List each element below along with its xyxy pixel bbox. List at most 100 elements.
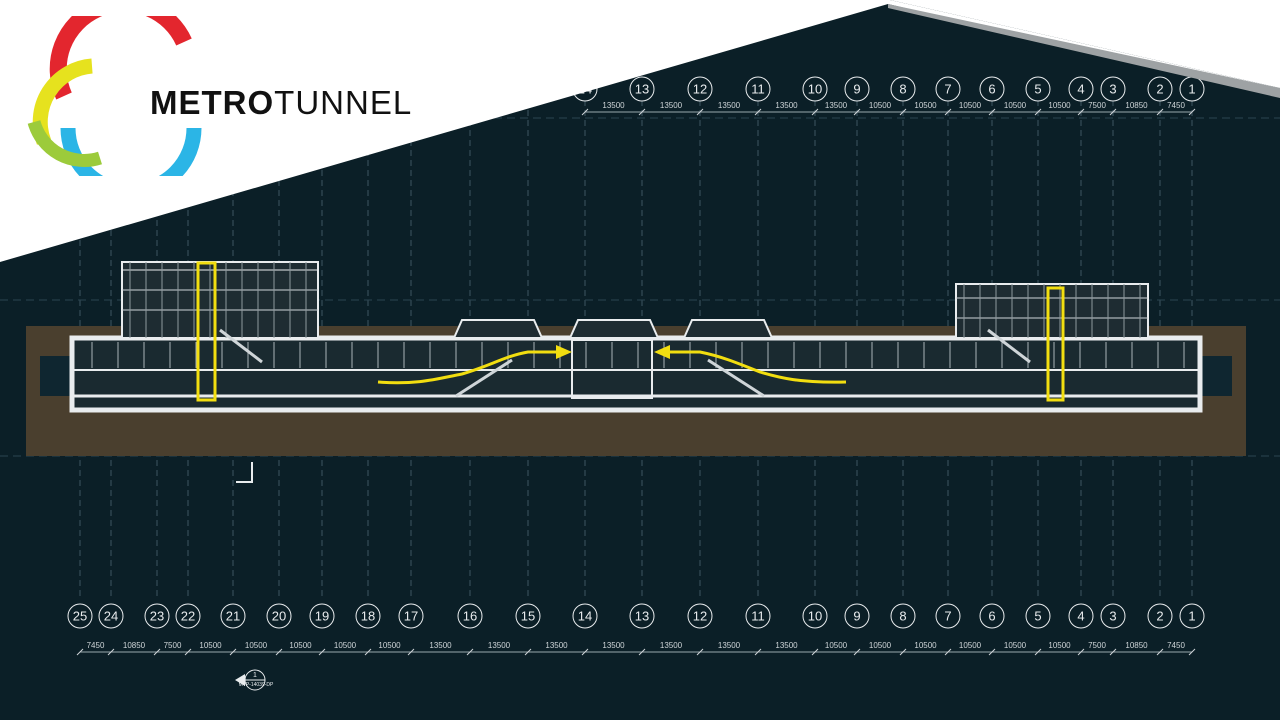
grid-marker-label: 14 [578,609,592,624]
dimension-label: 10850 [1125,101,1148,110]
grid-marker-label: 18 [361,609,375,624]
dimension-tick [988,648,996,656]
grid-marker [1068,76,1094,102]
dimension-tick [1034,648,1042,656]
banner-edge-stripe [888,4,1280,98]
dimension-label: 10500 [1048,641,1071,650]
banner-corner [890,0,1280,88]
grid-marker-label: 5 [1034,609,1041,624]
left-entrance-building [121,261,319,339]
dimension-tick [1077,648,1085,656]
dimension-tick [76,648,84,656]
grid-marker [890,603,916,629]
dimension-label: 7450 [87,641,105,650]
grid-marker [1100,603,1126,629]
grid-marker [979,76,1005,102]
dimension-tick [524,648,532,656]
dimension-tick [899,648,907,656]
flow-path-left [377,350,560,385]
dimension-label: 13500 [602,641,625,650]
grid-marker [355,603,381,629]
dimension-tick [1156,108,1164,116]
grid-marker-label: 22 [181,609,195,624]
grid-marker-label: 2 [1156,82,1163,97]
grid-marker [802,603,828,629]
grid-marker-label: 4 [1077,609,1084,624]
grid-marker-label: 3 [1109,82,1116,97]
dimension-label: 7450 [1167,641,1185,650]
dimension-label: 10500 [959,641,982,650]
grid-marker-label: 13 [635,82,649,97]
dimension-label: 10500 [869,641,892,650]
grid-marker-label: 12 [693,609,707,624]
grid-marker [1025,76,1051,102]
dimension-tick [364,648,372,656]
dimension-label: 7450 [1167,101,1185,110]
grid-marker [687,603,713,629]
dimension-label: 13500 [825,101,848,110]
dimension-tick [153,648,161,656]
grid-marker-label: 9 [853,609,860,624]
grid-marker-label: 7 [944,82,951,97]
dimension-label: 10500 [914,101,937,110]
grid-marker [309,603,335,629]
grid-marker [1025,603,1051,629]
dimension-tick [184,648,192,656]
grid-marker-label: 21 [226,609,240,624]
dimension-tick [1188,108,1196,116]
dimension-label: 10500 [245,641,268,650]
dimension-tick [638,108,646,116]
grid-marker-label: 5 [1034,82,1041,97]
title-banner [0,0,1280,262]
dimension-label: 13500 [660,641,683,650]
dimension-label: 10500 [1004,101,1027,110]
dimension-label: 10500 [869,101,892,110]
grid-marker-label: 7 [944,609,951,624]
dimension-label: 13500 [429,641,452,650]
grid-marker [144,603,170,629]
grid-marker [1100,76,1126,102]
grid-marker [515,603,541,629]
grid-marker [687,76,713,102]
dimension-tick [696,108,704,116]
grid-marker [844,603,870,629]
dimension-tick [581,108,589,116]
grid-marker [175,603,201,629]
dimension-tick [811,648,819,656]
grid-marker-label: 1 [1188,82,1195,97]
grid-marker-label: 24 [104,609,118,624]
grid-marker [1147,603,1173,629]
grid-marker [220,603,246,629]
grid-marker-label: 4 [1077,82,1084,97]
arrow-head-left [654,345,670,359]
escalator [987,328,1031,364]
dimension-tick [853,108,861,116]
logo-ring-blue [60,127,202,176]
dimension-tick [581,648,589,656]
grid-marker [572,603,598,629]
dimension-label: 10500 [914,641,937,650]
grid-marker [398,603,424,629]
grid-marker-label: 16 [463,609,477,624]
dimension-tick [696,648,704,656]
grid-marker-label: 12 [693,82,707,97]
station-box [69,335,1203,413]
grid-marker [1179,603,1205,629]
grid-marker [629,76,655,102]
grid-marker [629,603,655,629]
grid-marker [1147,76,1173,102]
grid-marker-label: 11 [751,609,765,624]
dimension-tick [988,108,996,116]
dimension-label: 13500 [718,101,741,110]
section-marker-ref: MTP-14039-DP [239,682,274,688]
lift-shaft-left [196,261,217,402]
dimension-tick [1077,108,1085,116]
dimension-tick [407,648,415,656]
grid-marker-label: 8 [899,82,906,97]
dimension-label: 13500 [545,641,568,650]
dimension-tick [899,108,907,116]
section-marker: 1 MTP-14039-DP [235,669,274,691]
